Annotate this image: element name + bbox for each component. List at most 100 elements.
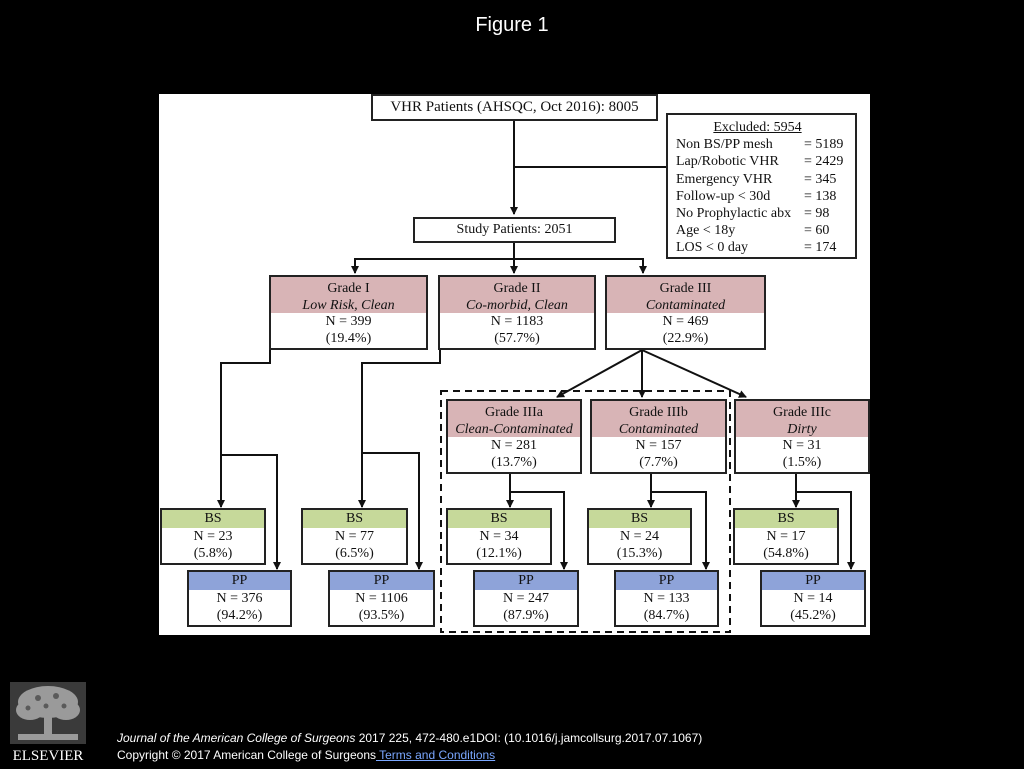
- excluded-row-value: = 345: [804, 171, 837, 187]
- excluded-row-value: = 60: [804, 223, 830, 239]
- excluded-row: Lap/Robotic VHR = 2429: [676, 153, 849, 170]
- excluded-title: Excluded: 5954: [713, 120, 802, 135]
- copyright-text: Copyright © 2017 American College of Sur…: [117, 748, 376, 762]
- grade-3a-subtitle: Clean-Contaminated: [455, 422, 573, 437]
- pp-box-grade-3c: PP N = 14 (45.2%): [760, 570, 866, 627]
- terms-link[interactable]: Terms and Conditions: [376, 748, 496, 762]
- bs-box-header: BS: [735, 510, 837, 528]
- grade-1-count: N = 399: [325, 314, 372, 329]
- excluded-row-value: = 138: [804, 188, 837, 204]
- grade-2-header: Grade II Co-morbid, Clean: [440, 277, 594, 313]
- pp-box-grade-3a: PP N = 247 (87.9%): [473, 570, 579, 627]
- grade-2-percent: (57.7%): [494, 331, 540, 346]
- grade-2-title: Grade II: [493, 281, 541, 296]
- elsevier-logo: ELSEVIER: [8, 680, 88, 764]
- bs-box-grade-3b: BS N = 24 (15.3%): [587, 508, 692, 565]
- bs-box-header: BS: [448, 510, 550, 528]
- arrow-g3c-to-pp: [796, 491, 855, 570]
- grade-2-box: Grade II Co-morbid, Clean N = 1183 (57.7…: [438, 275, 596, 350]
- pp-box-grade-3b: PP N = 133 (84.7%): [614, 570, 719, 627]
- grade-1-subtitle: Low Risk, Clean: [302, 298, 395, 313]
- excluded-row-label: Emergency VHR: [676, 171, 773, 187]
- excluded-box: Excluded: 5954 Non BS/PP mesh = 5189 Lap/…: [666, 113, 857, 259]
- grade-3c-percent: (1.5%): [782, 455, 822, 470]
- flowchart-connectors: [217, 120, 855, 633]
- grade-1-box: Grade I Low Risk, Clean N = 399 (19.4%): [269, 275, 428, 350]
- pp-percent: (94.2%): [216, 608, 263, 623]
- pp-box-header: PP: [330, 572, 433, 590]
- excluded-row: Non BS/PP mesh = 5189: [676, 136, 849, 153]
- excluded-row: LOS < 0 day = 174: [676, 239, 849, 256]
- flowchart-figure: VHR Patients (AHSQC, Oct 2016): 8005 Exc…: [159, 94, 870, 635]
- pp-box-header: PP: [189, 572, 290, 590]
- pp-percent: (84.7%): [643, 608, 690, 623]
- arrow-study-to-grade3: [514, 258, 647, 274]
- grade-3b-count: N = 157: [635, 438, 682, 453]
- grade-3a-box: Grade IIIa Clean-Contaminated N = 281 (1…: [446, 399, 582, 474]
- elsevier-wordmark: ELSEVIER: [13, 748, 84, 764]
- study-patients-label: Study Patients: 2051: [456, 222, 573, 237]
- arrow-g3a-to-pp: [510, 491, 568, 570]
- grade-3a-header: Grade IIIa Clean-Contaminated: [448, 401, 580, 437]
- arrow-g2-to-bs: [358, 349, 441, 508]
- excluded-row-value: = 2429: [804, 154, 844, 170]
- grade-3-title: Grade III: [659, 281, 712, 296]
- grade-2-count: N = 1183: [490, 314, 544, 329]
- pp-box-header: PP: [616, 572, 717, 590]
- bs-box-header: BS: [589, 510, 690, 528]
- pp-percent: (93.5%): [358, 608, 405, 623]
- excluded-row: Age < 18y= 60: [676, 222, 849, 239]
- total-patients-label: VHR Patients (AHSQC, Oct 2016): 8005: [390, 99, 639, 115]
- grade-3b-title: Grade IIIb: [629, 405, 688, 420]
- grade-3c-title: Grade IIIc: [773, 405, 831, 420]
- journal-name: Journal of the American College of Surge…: [117, 731, 356, 745]
- excluded-row-label: No Prophylactic abx: [676, 206, 792, 222]
- arrow-g2-to-pp: [362, 452, 423, 570]
- citation: Journal of the American College of Surge…: [117, 731, 702, 745]
- bs-count: N = 77: [334, 529, 374, 544]
- arrow-g3b-to-pp: [651, 491, 710, 570]
- arrow-g1-to-pp: [221, 454, 281, 570]
- arrow-g1-to-bs: [217, 349, 271, 508]
- study-patients-box: Study Patients: 2051: [413, 217, 616, 243]
- bs-percent: (54.8%): [763, 546, 809, 561]
- arrow-study-to-grade1: [351, 258, 514, 274]
- grade-2-subtitle: Co-morbid, Clean: [466, 298, 568, 313]
- pp-box-header: PP: [762, 572, 864, 590]
- grade-3-percent: (22.9%): [662, 331, 709, 346]
- arrow-g3-to-g3c: [641, 349, 747, 398]
- grade3-dashed-group: [440, 390, 731, 633]
- pp-count: N = 247: [502, 591, 549, 606]
- grade-3c-header: Grade IIIc Dirty: [736, 401, 868, 437]
- citation-details: 2017 225, 472-480.e1DOI: (10.1016/j.jamc…: [355, 731, 703, 745]
- bs-percent: (12.1%): [476, 546, 522, 561]
- total-patients-box: VHR Patients (AHSQC, Oct 2016): 8005: [371, 94, 658, 121]
- excluded-row-value: = 174: [804, 240, 837, 256]
- pp-box-grade-1: PP N = 376 (94.2%): [187, 570, 292, 627]
- grade-3-subtitle: Contaminated: [645, 298, 726, 313]
- pp-count: N = 376: [216, 591, 263, 606]
- bs-count: N = 24: [619, 529, 659, 544]
- bs-box-grade-2: BS N = 77 (6.5%): [301, 508, 408, 565]
- bs-box-grade-1: BS N = 23 (5.8%): [160, 508, 266, 565]
- bs-percent: (5.8%): [193, 546, 233, 561]
- pp-box-grade-2: PP N = 1106 (93.5%): [328, 570, 435, 627]
- grade-3c-subtitle: Dirty: [787, 422, 817, 437]
- grade-3a-title: Grade IIIa: [485, 405, 543, 420]
- pp-percent: (87.9%): [503, 608, 549, 623]
- bs-count: N = 17: [766, 529, 806, 544]
- bs-percent: (6.5%): [335, 546, 374, 561]
- grade-3b-box: Grade IIIb Contaminated N = 157 (7.7%): [590, 399, 727, 474]
- excluded-row-label: Non BS/PP mesh: [676, 137, 773, 153]
- excluded-row-value: = 5189: [804, 137, 844, 153]
- excluded-row-label: Lap/Robotic VHR: [676, 154, 779, 170]
- grade-3-count: N = 469: [662, 314, 709, 329]
- excluded-row: No Prophylactic abx= 98: [676, 205, 849, 222]
- bs-box-grade-3c: BS N = 17 (54.8%): [733, 508, 839, 565]
- bs-count: N = 34: [479, 529, 519, 544]
- pp-count: N = 133: [643, 591, 690, 606]
- slide-title: Figure 1: [475, 14, 549, 36]
- excluded-row-label: LOS < 0 day: [676, 240, 749, 256]
- pp-count: N = 14: [793, 591, 833, 606]
- grade-3b-percent: (7.7%): [639, 455, 678, 470]
